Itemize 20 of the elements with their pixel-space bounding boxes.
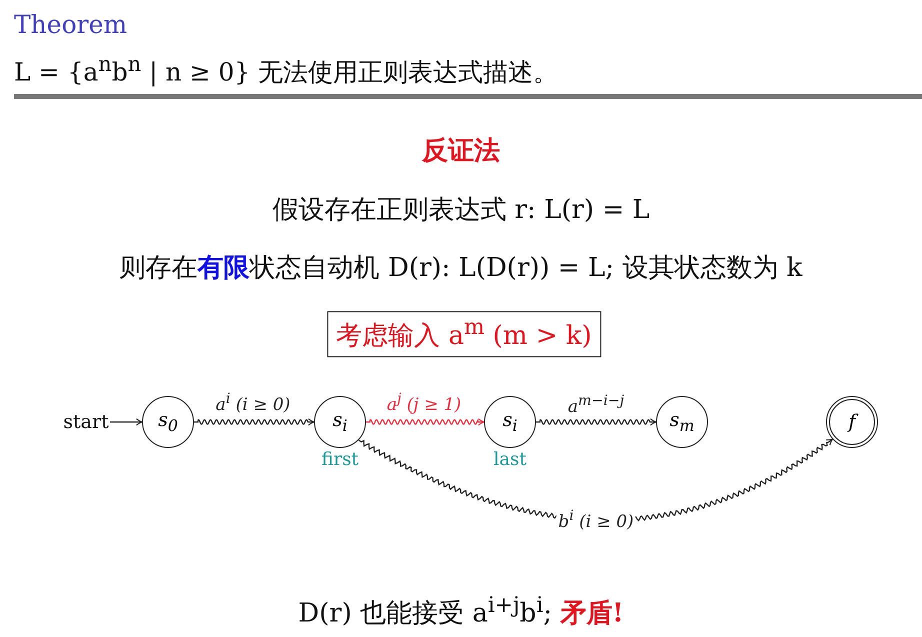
state-circle bbox=[142, 396, 194, 448]
state-name: s$_{i}$ bbox=[332, 409, 348, 435]
theorem-heading: Theorem bbox=[14, 10, 128, 39]
state-circle bbox=[656, 396, 708, 448]
state-name: s$_{i}$ bbox=[502, 409, 518, 435]
accept-state-circle bbox=[826, 396, 878, 448]
state-name: s$_{0}$ bbox=[158, 409, 178, 435]
state-name: s$_{m}$ bbox=[670, 409, 694, 435]
state-name: f bbox=[848, 411, 856, 433]
transition-label: b$^{i}$ (i ≥ 0) bbox=[556, 508, 636, 532]
start-label: start bbox=[63, 411, 109, 433]
state-caption: first bbox=[321, 449, 359, 470]
method-heading: 反证法 bbox=[420, 135, 501, 168]
conclusion-text: D(r) 也能接受 a$^{i+j}$b$^{i}$; 矛盾! bbox=[297, 593, 625, 631]
state-caption: last bbox=[494, 449, 526, 470]
assumption-text: 假设存在正则表达式 r: L(r) = L bbox=[271, 194, 651, 227]
automaton-text: 则存在有限状态自动机 D(r): L(D(r)) = L; 设其状态数为 k bbox=[118, 252, 804, 285]
transition-label: a$^{i}$ (i ≥ 0) bbox=[214, 391, 292, 415]
highlight-box: 考虑输入 a$^{m}$ (m > k) bbox=[327, 311, 601, 357]
theorem-statement: L = {a$^{n}$b$^{n}$ | n ≥ 0} 无法使用正则表达式描述。 bbox=[14, 52, 558, 88]
